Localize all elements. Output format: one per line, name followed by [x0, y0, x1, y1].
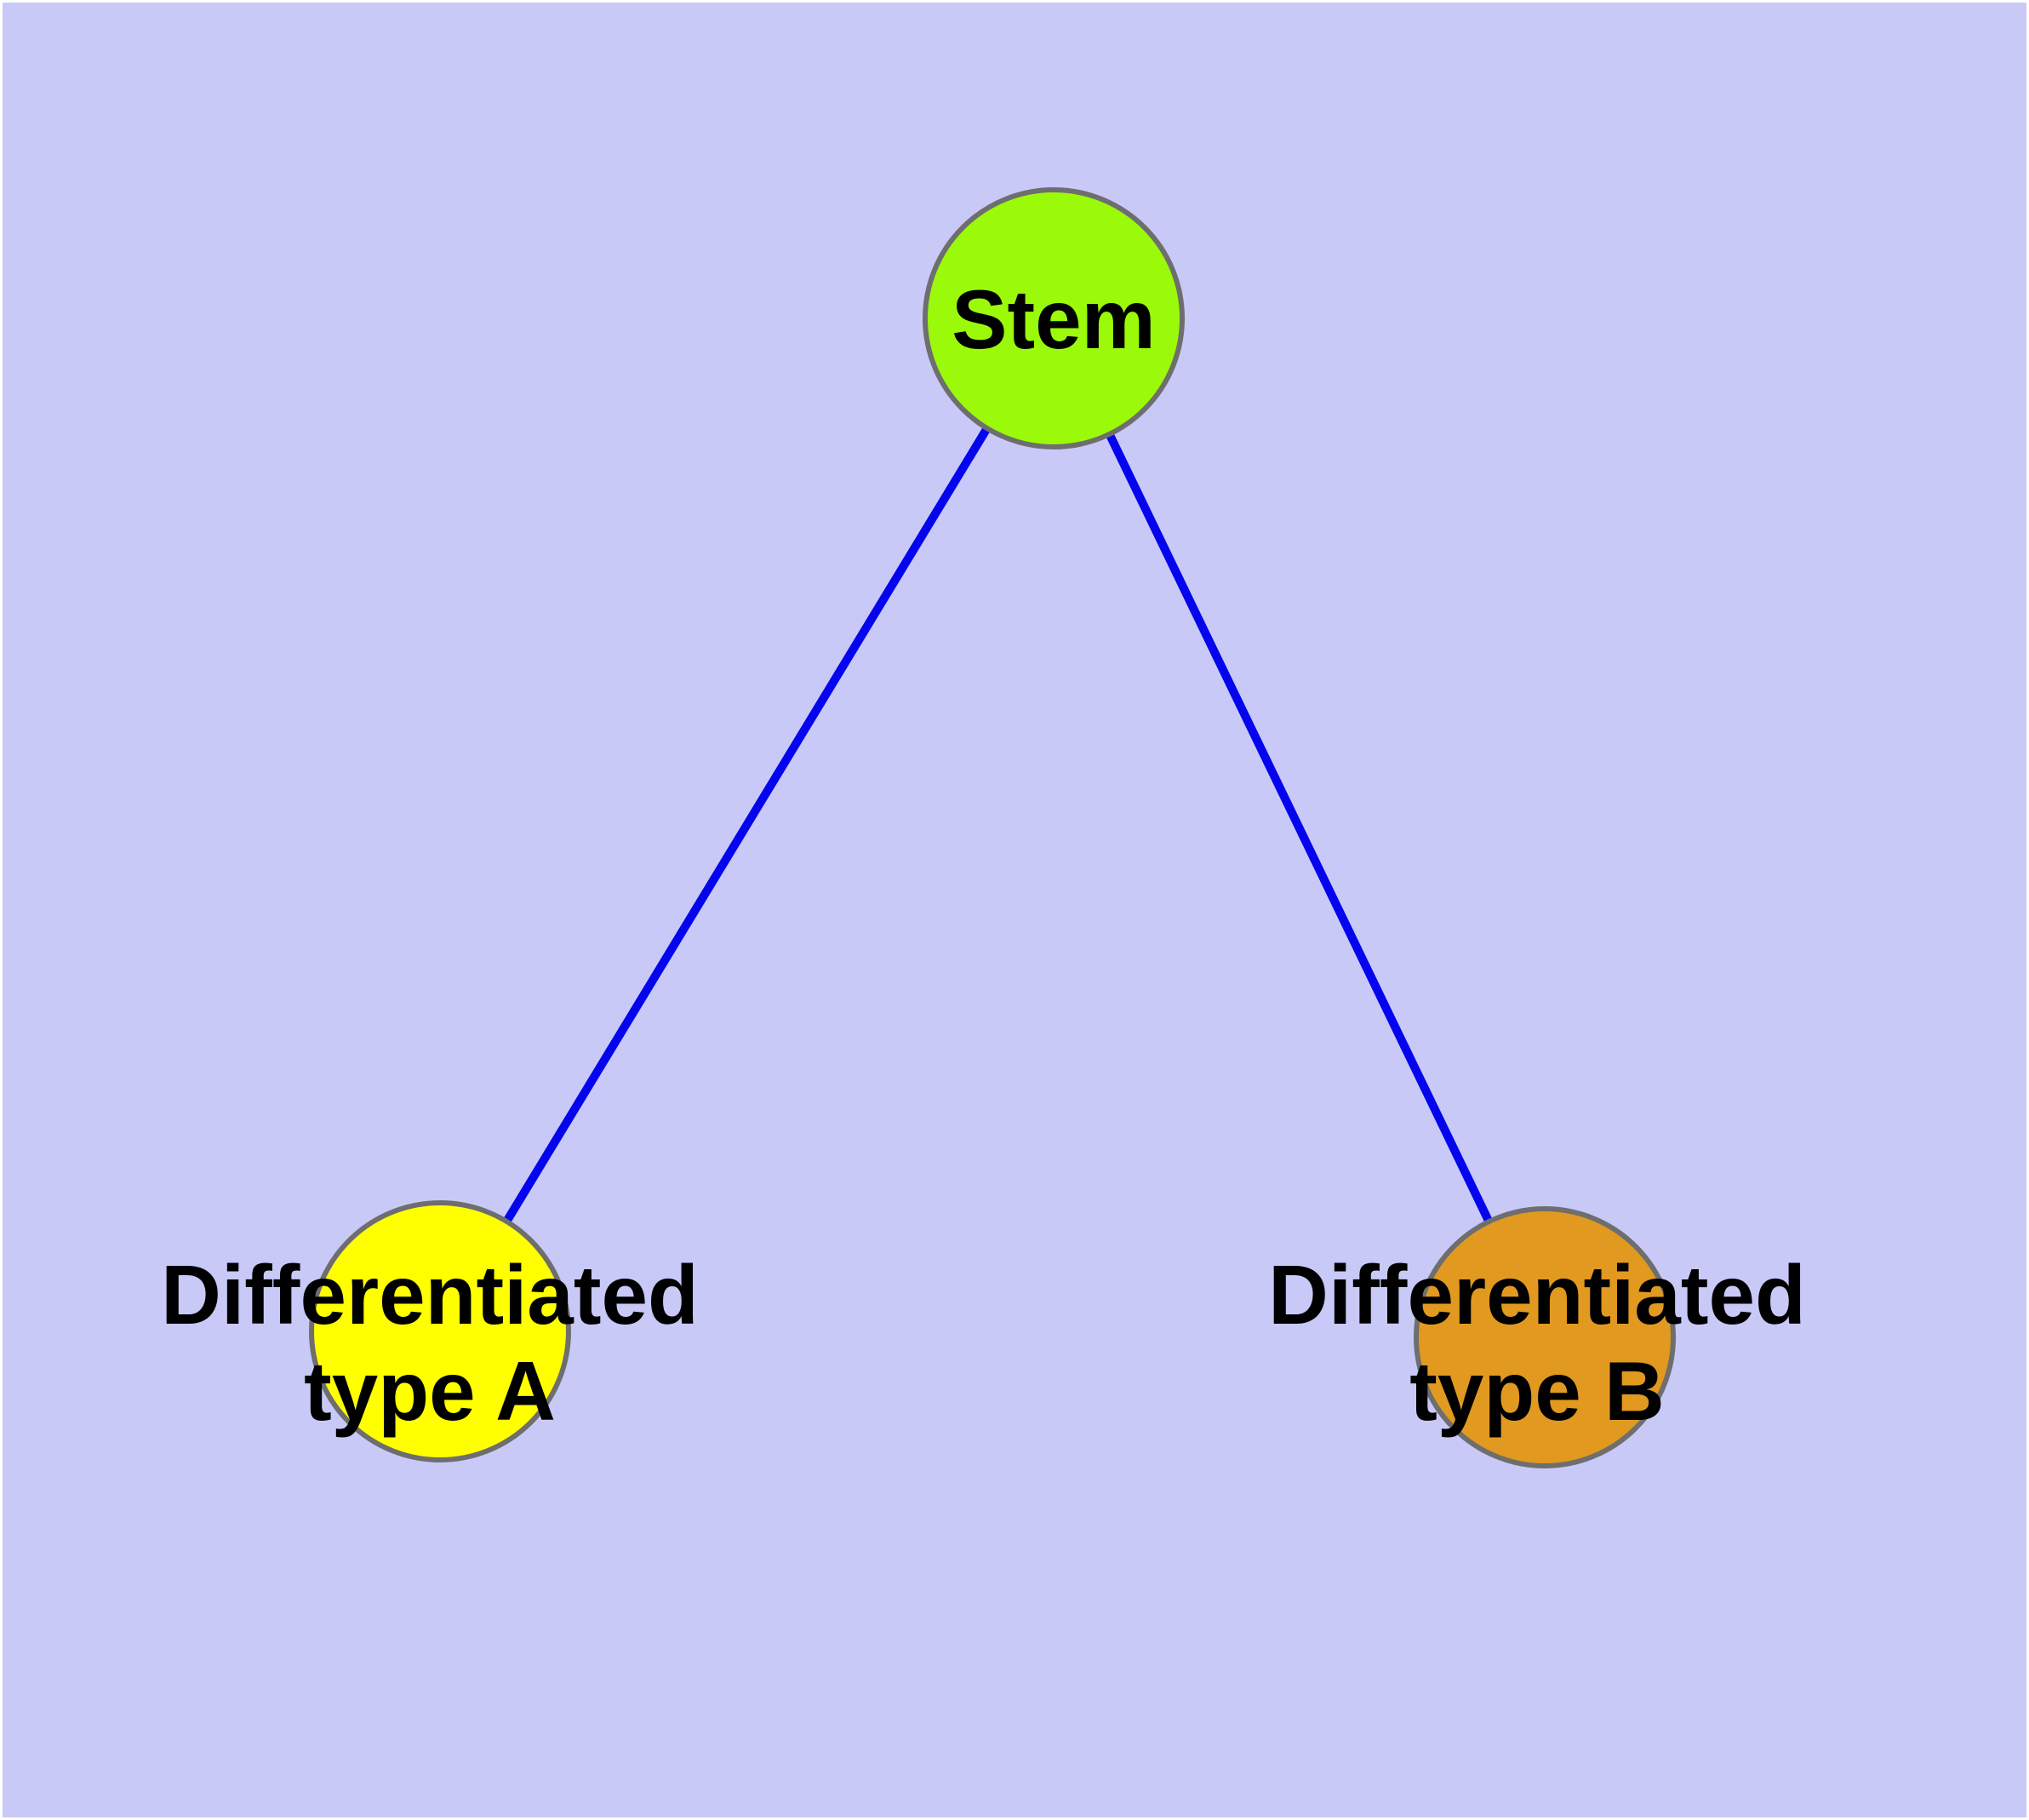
edge-stem-to-type-a	[436, 316, 1058, 1334]
node-type-b-label-line2: type B	[1409, 1344, 1665, 1438]
node-type-b	[1414, 1206, 1676, 1468]
node-stem	[923, 187, 1185, 449]
node-type-a-label-line2: type A	[304, 1344, 556, 1438]
node-stem-label: Stem	[952, 272, 1156, 366]
edge-stem-to-type-b	[1049, 316, 1549, 1340]
node-type-a	[309, 1200, 571, 1462]
node-type-a-label-line1: Differentiated	[161, 1248, 699, 1342]
node-type-b-label-line1: Differentiated	[1268, 1248, 1806, 1342]
